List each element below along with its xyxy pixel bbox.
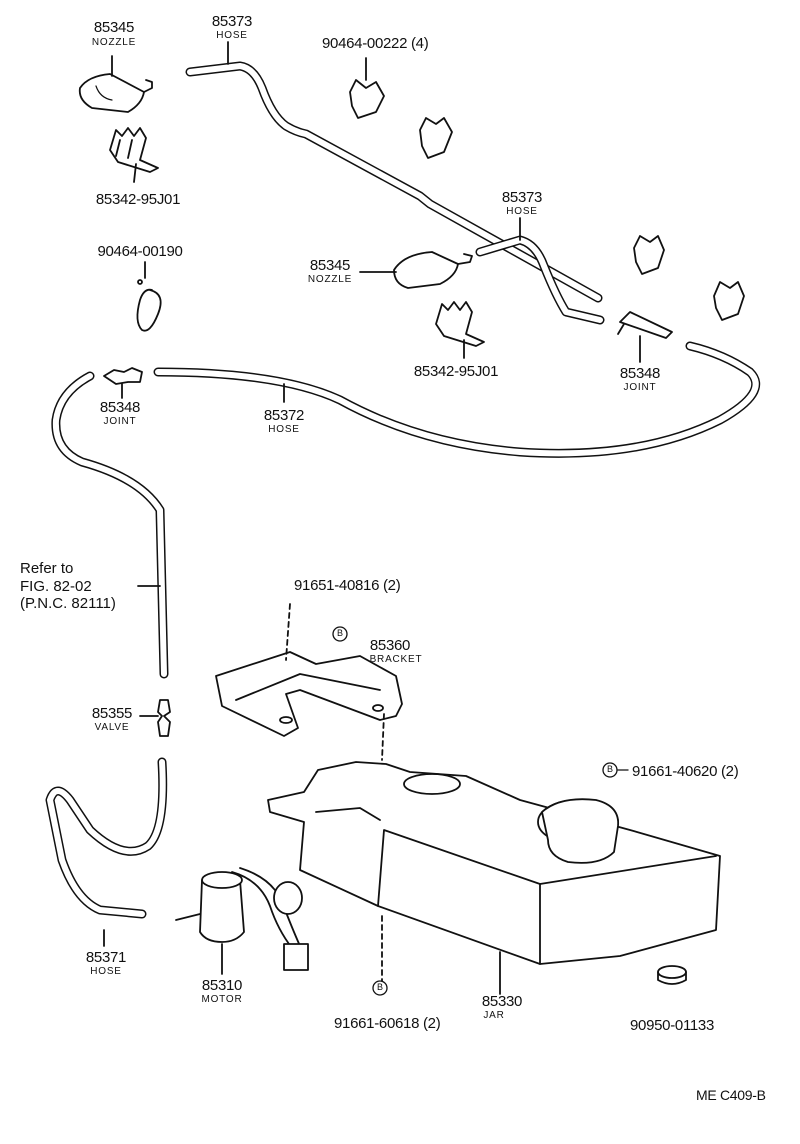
holder-mid-number: 85342-95J01 [413, 363, 499, 380]
joint-right-name: JOINT [623, 382, 657, 393]
refer-note: Refer to FIG. 82-02 (P.N.C. 82111) [20, 560, 116, 613]
clip-small-number: 90464-00190 [97, 243, 183, 260]
nozzle-top-number: 85345 [93, 19, 135, 36]
valve-number: 85355 [91, 705, 133, 722]
hose-long-part [153, 341, 761, 458]
refer-line-3: (P.N.C. 82111) [20, 595, 116, 613]
bolt-jar-number: 91661-60618 (2) [334, 1015, 441, 1032]
nozzle-mid-number: 85345 [309, 257, 351, 274]
joint-right-part [617, 311, 673, 363]
hose-lower-part [45, 757, 168, 947]
motor-number: 85310 [201, 977, 243, 994]
bracket-name: BRACKET [369, 654, 423, 665]
holder-top-number: 85342-95J01 [95, 191, 181, 208]
bolt-cap-mark: B [606, 764, 614, 774]
hose-lower-number: 85371 [85, 949, 127, 966]
refer-line-2: FIG. 82-02 [20, 577, 92, 595]
joint-left-name: JOINT [103, 416, 137, 427]
holder-mid-part [435, 301, 485, 359]
valve-part [139, 699, 171, 737]
joint-left-part [103, 367, 143, 399]
jar-name: JAR [483, 1010, 505, 1021]
hose-right-name: HOSE [506, 206, 538, 217]
clip-small-part [136, 261, 162, 332]
motor-part [175, 867, 309, 975]
bracket-part [215, 603, 403, 761]
motor-name: MOTOR [201, 994, 243, 1005]
clip-group-top [349, 57, 745, 321]
figure-code: ME C409-B [696, 1087, 766, 1103]
hose-long-name: HOSE [268, 424, 300, 435]
hose-lower-name: HOSE [90, 966, 122, 977]
jar-number: 85330 [481, 993, 523, 1010]
hose-top-number: 85373 [211, 13, 253, 30]
valve-name: VALVE [94, 722, 130, 733]
bolt-jar-mark: B [376, 982, 384, 992]
nozzle-top-name: NOZZLE [91, 37, 137, 48]
nozzle-top-part [78, 55, 153, 113]
hose-top-name: HOSE [216, 30, 248, 41]
hose-right-part [475, 217, 605, 325]
b-markers [332, 626, 629, 996]
hose-top-part [185, 41, 603, 303]
hose-right-number: 85373 [501, 189, 543, 206]
jar-part [267, 761, 721, 995]
nozzle-mid-name: NOZZLE [307, 274, 353, 285]
plug-part [657, 965, 687, 985]
holder-top-part [109, 127, 159, 183]
bolt-bracket-mark: B [336, 628, 344, 638]
joint-right-number: 85348 [619, 365, 661, 382]
bolt-cap-number: 91661-40620 (2) [632, 763, 739, 780]
hose-long-number: 85372 [263, 407, 305, 424]
nozzle-mid-part [359, 251, 473, 289]
clip-bolt-top-number: 90464-00222 (4) [322, 35, 429, 52]
bracket-number: 85360 [369, 637, 411, 654]
plug-number: 90950-01133 [629, 1017, 715, 1034]
bolt-bracket-number: 91651-40816 (2) [294, 577, 401, 594]
refer-line-1: Refer to [20, 560, 74, 577]
joint-left-number: 85348 [99, 399, 141, 416]
hose-left-part [51, 371, 169, 679]
